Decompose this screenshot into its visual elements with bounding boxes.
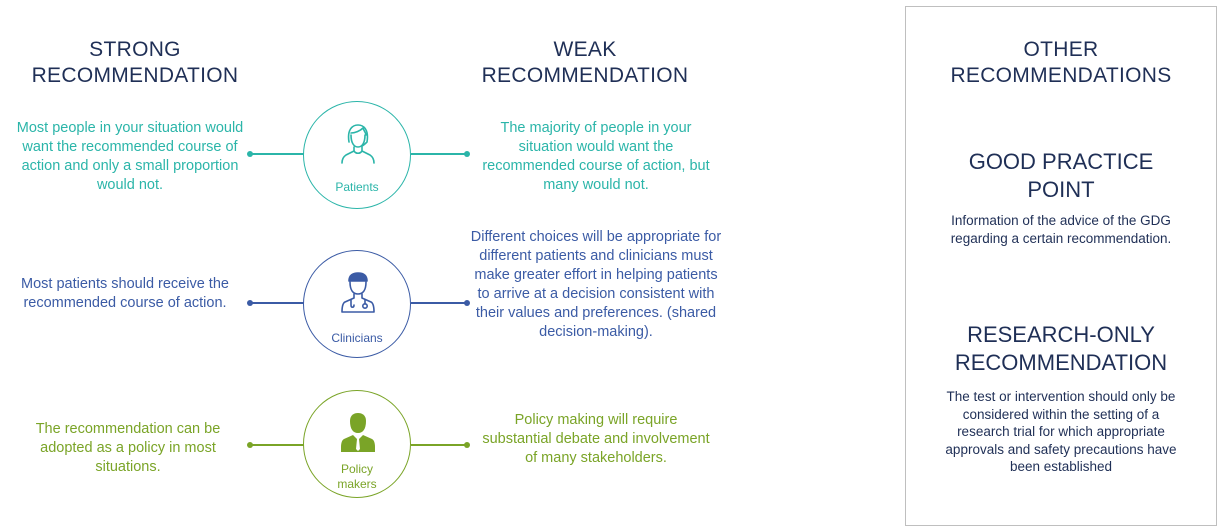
connector-line — [251, 153, 304, 155]
good-practice-title-line-1: GOOD PRACTICE — [968, 149, 1154, 174]
research-only-title-line-2: RECOMMENDATION — [954, 350, 1168, 375]
policy-makers-label-line-2: makers — [337, 477, 377, 491]
research-only-text: The test or intervention should only be … — [945, 389, 1177, 474]
other-heading-line-1: OTHER — [1023, 38, 1099, 61]
patients-weak-text: The majority of people in your situation… — [482, 120, 710, 193]
patients-circle: Patients — [303, 101, 411, 209]
other-recommendations-heading: OTHER RECOMMENDATIONS — [905, 37, 1217, 89]
policy-maker-icon — [341, 413, 375, 452]
strong-heading-line-1: STRONG — [89, 38, 181, 61]
clinicians-strong-text: Most patients should receive the recomme… — [21, 276, 229, 311]
good-practice-title-line-2: POINT — [1027, 177, 1095, 202]
policy-makers-weak-text: Policy making will require substantial d… — [482, 412, 710, 466]
connector-dot — [247, 151, 253, 157]
connector-line — [411, 153, 466, 155]
connector-dot — [464, 442, 470, 448]
clinicians-label: Clinicians — [331, 331, 383, 345]
strong-recommendation-heading: STRONG RECOMMENDATION — [20, 37, 250, 89]
patients-strong-text: Most people in your situation would want… — [16, 120, 244, 193]
connector-line — [251, 444, 304, 446]
connector-dot — [464, 151, 470, 157]
policy-makers-label: Policy makers — [304, 462, 410, 492]
policy-makers-circle: Policy makers — [303, 390, 411, 498]
clinician-icon — [341, 272, 375, 313]
patient-icon — [341, 124, 375, 164]
weak-recommendation-heading: WEAK RECOMMENDATION — [470, 37, 700, 89]
weak-heading-line-2: RECOMMENDATION — [481, 64, 689, 87]
clinicians-circle: Clinicians — [303, 250, 411, 358]
connector-line — [411, 302, 466, 304]
policy-makers-label-line-1: Policy — [340, 462, 373, 476]
strong-heading-line-2: RECOMMENDATION — [31, 64, 239, 87]
policy-makers-strong-text: The recommendation can be adopted as a p… — [35, 421, 221, 475]
research-only-title-line-1: RESEARCH-ONLY — [967, 322, 1155, 347]
connector-dot — [247, 300, 253, 306]
connector-dot — [247, 442, 253, 448]
clinicians-weak-text: Different choices will be appropriate fo… — [470, 229, 722, 340]
other-heading-line-2: RECOMMENDATIONS — [950, 64, 1172, 87]
research-only-title: RESEARCH-ONLY RECOMMENDATION — [905, 321, 1217, 377]
patients-label: Patients — [335, 180, 379, 194]
good-practice-point-text: Information of the advice of the GDG reg… — [950, 213, 1172, 246]
connector-dot — [464, 300, 470, 306]
good-practice-point-title: GOOD PRACTICE POINT — [905, 148, 1217, 204]
weak-heading-line-1: WEAK — [553, 38, 617, 61]
connector-line — [251, 302, 304, 304]
connector-line — [411, 444, 466, 446]
